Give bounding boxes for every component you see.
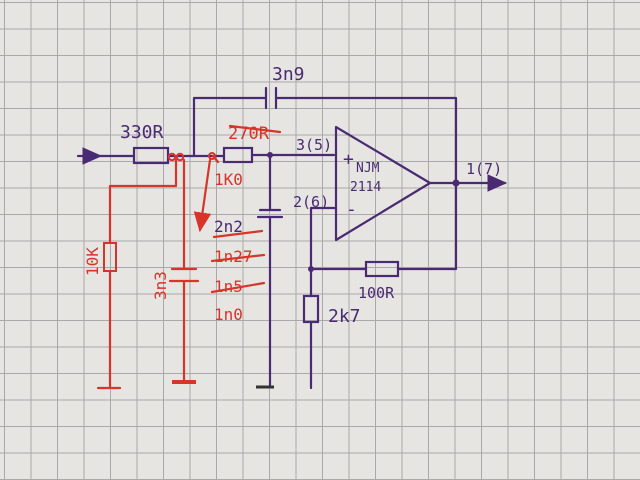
feedback-capacitor <box>264 86 278 110</box>
label-ground-cap-old: 2n2 <box>214 217 243 236</box>
inverting-input-wire <box>309 206 338 390</box>
label-ground-cap: 1n0 <box>214 305 243 324</box>
label-series-resistor-old: 270R <box>228 124 270 144</box>
label-opamp-line1: NJM <box>356 161 380 176</box>
feedback-resistor-wire <box>309 181 458 271</box>
ground-resistor-2k7 <box>302 294 320 324</box>
label-pin-output: 1(7) <box>466 160 502 178</box>
label-feedback-capacitor: 3n9 <box>272 64 305 85</box>
label-pin-inverting: 2(6) <box>293 193 329 211</box>
node-dot-b <box>175 152 185 162</box>
label-input-resistor: 330R <box>120 122 164 143</box>
label-ground-resistor: 2k7 <box>328 306 361 327</box>
ground-capacitor <box>256 208 284 219</box>
strike-1n5 <box>210 281 266 294</box>
label-ground-cap-struck-1: 1n27 <box>214 247 253 266</box>
label-shunt-capacitor: 3n3 <box>151 271 170 300</box>
strike-1n27 <box>210 253 266 263</box>
label-series-resistor: 1K0 <box>214 170 243 189</box>
label-pin-noninverting: 3(5) <box>296 136 332 154</box>
strike-2n2 <box>212 229 264 239</box>
strike-270r <box>228 124 282 134</box>
series-resistor-1k0 <box>222 146 254 164</box>
opamp-triangle <box>334 125 432 242</box>
red-arrow-down <box>193 158 212 233</box>
shunt-capacitor <box>168 267 200 283</box>
opamp-minus-sign: - <box>346 199 357 220</box>
shunt-resistor-wire <box>108 158 178 390</box>
noninverting-node <box>267 152 273 158</box>
input-resistor-330r <box>132 146 170 165</box>
opamp-plus-sign: + <box>343 149 354 170</box>
shunt-resistor-10k <box>103 242 117 272</box>
red-arrow-branch <box>211 154 220 164</box>
inverting-node <box>308 266 314 272</box>
label-shunt-resistor: 10K <box>83 247 102 276</box>
feedback-cap-wire <box>192 96 458 185</box>
feedback-resistor-100r <box>364 260 400 278</box>
label-feedback-resistor: 100R <box>358 284 395 302</box>
node-dot-c <box>208 152 216 160</box>
label-opamp-line2: 2114 <box>350 180 381 195</box>
label-ground-cap-struck-2: 1n5 <box>214 277 243 296</box>
node-dot-a <box>167 152 177 162</box>
